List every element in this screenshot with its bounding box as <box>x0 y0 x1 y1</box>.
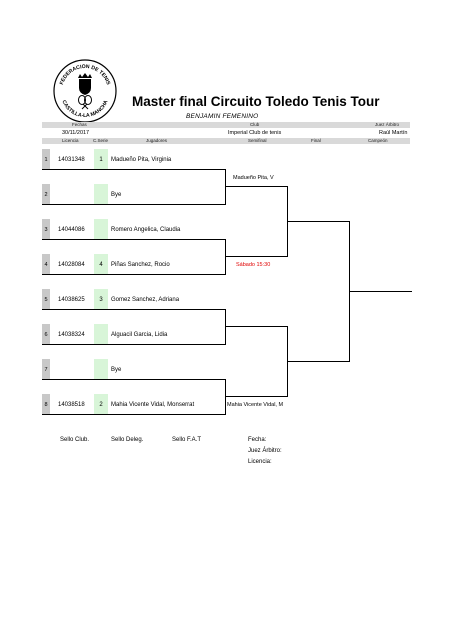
columns-header-bar <box>42 138 410 144</box>
bracket-line <box>225 256 287 257</box>
row-number-cell: 6 <box>42 324 50 345</box>
semifinal-top-winner: Madueño Pita, V <box>233 175 274 181</box>
sello-club: Sello Club. <box>60 437 90 443</box>
fechas-label: Fechas <box>72 122 87 127</box>
bracket-line <box>225 186 287 187</box>
player-name: Piñas Sanchez, Rocio <box>111 262 170 268</box>
row-number: 5 <box>44 297 48 303</box>
col-semifinal: Semifinal <box>248 138 267 143</box>
col-campeon: Campeón <box>368 138 388 143</box>
bracket-line <box>42 344 225 345</box>
license-number: 14038625 <box>58 297 85 303</box>
player-name: Bye <box>111 367 122 373</box>
row-number: 6 <box>44 332 48 338</box>
bracket-line <box>225 169 226 205</box>
bracket-line <box>225 326 287 327</box>
bracket-line <box>225 379 226 415</box>
seed-cell: 3 <box>94 289 108 310</box>
row-number: 3 <box>44 227 48 233</box>
player-name: Gomez Sanchez, Adriana <box>111 297 180 303</box>
seed-cell <box>94 219 108 240</box>
juez-label: Juez Árbitro <box>375 122 400 127</box>
row-number: 8 <box>44 402 48 408</box>
bracket-line <box>42 379 225 380</box>
col-licencia: Licencia <box>62 138 79 143</box>
col-jugadores: Jugadores <box>146 138 168 143</box>
license-number: 14031348 <box>58 157 85 163</box>
license-number: 14038518 <box>58 402 85 408</box>
seed-number: 3 <box>99 297 103 303</box>
seed-cell: 2 <box>94 394 108 415</box>
match-time: Sábado 15:30 <box>236 262 271 268</box>
sello-deleg: Sello Deleg. <box>111 437 144 443</box>
col-final: Final <box>311 138 321 143</box>
sello-fat: Sello F.A.T <box>172 437 202 443</box>
juez-footer-label: Juez Árbitro: <box>248 448 282 454</box>
semifinal-bottom-winner: Mahia Vicente Vidal, M <box>227 402 284 408</box>
player-name: Madueño Pita, Virginia <box>111 157 172 163</box>
bracket-line <box>42 309 225 310</box>
row-number-cell: 2 <box>42 184 50 205</box>
player-name: Romero Angelica, Claudia <box>111 227 181 233</box>
page-title: Master final Circuito Toledo Tenis Tour <box>132 94 380 109</box>
bracket-line <box>287 361 349 362</box>
license-number: 14038324 <box>58 332 85 338</box>
row-number: 1 <box>44 157 48 163</box>
seed-number: 2 <box>99 402 103 408</box>
fechas-value: 30/11/2017 <box>62 130 90 136</box>
row-number: 2 <box>44 192 48 198</box>
row-number-cell: 1 <box>42 149 50 170</box>
fecha-label: Fecha: <box>248 437 267 443</box>
seed-cell <box>94 359 108 380</box>
juez-value: Raúl Martín <box>379 130 408 136</box>
club-label: Club <box>250 122 260 127</box>
row-number-cell: 3 <box>42 219 50 240</box>
row-number-cell: 7 <box>42 359 50 380</box>
player-name: Mahia Vicente Vidal, Monserrat <box>111 402 195 408</box>
seed-cell: 1 <box>94 149 108 170</box>
row-number-cell: 8 <box>42 394 50 415</box>
seed-number: 4 <box>99 262 103 268</box>
seed-cell: 4 <box>94 254 108 275</box>
row-number-cell: 5 <box>42 289 50 310</box>
seed-number: 1 <box>99 157 103 163</box>
license-number: 14044086 <box>58 227 85 233</box>
federation-logo: FEDERACION DE TENIS CASTILLA-LA MANCHA <box>52 58 118 124</box>
bracket-line <box>225 396 287 397</box>
bracket-line <box>42 239 225 240</box>
bracket-line <box>225 239 226 275</box>
bracket-line <box>287 221 349 222</box>
category-subtitle: BENJAMIN FEMENINO <box>186 113 259 120</box>
license-number: 14028084 <box>58 262 85 268</box>
bracket-line <box>42 274 225 275</box>
licencia-footer-label: Licencia: <box>248 459 272 465</box>
bracket-line <box>42 414 225 415</box>
bracket-line <box>42 169 225 170</box>
bracket-line <box>349 291 412 292</box>
player-name: Bye <box>111 192 122 198</box>
col-cserie: C.Serie <box>93 138 109 143</box>
club-value: Imperial Club de tenis <box>228 130 282 136</box>
seed-cell <box>94 184 108 205</box>
row-number: 4 <box>44 262 48 268</box>
player-name: Alguacil Garcia, Lidia <box>111 332 168 338</box>
seed-cell <box>94 324 108 345</box>
row-number: 7 <box>44 367 48 373</box>
row-number-cell: 4 <box>42 254 50 275</box>
info-header-bar <box>42 122 410 128</box>
bracket-line <box>225 309 226 345</box>
bracket-line <box>42 204 225 205</box>
